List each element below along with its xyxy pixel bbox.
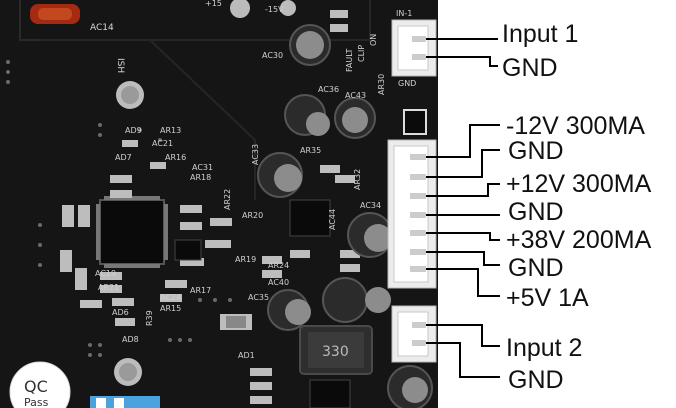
svg-text:ON: ON: [369, 34, 378, 46]
svg-text:AC44: AC44: [328, 209, 337, 230]
label-input-1: Input 1: [502, 20, 579, 48]
svg-text:AC31: AC31: [192, 163, 213, 172]
connector-input1: [391, 19, 437, 77]
svg-text:AR35: AR35: [300, 146, 321, 155]
leader-lines: [426, 38, 500, 378]
qc-stamp: [9, 361, 71, 408]
label-gnd-1: GND: [502, 54, 558, 82]
leader-pos5v: [426, 268, 500, 297]
svg-text:IN-1: IN-1: [396, 9, 412, 18]
svg-text:ISH: ISH: [115, 58, 125, 73]
svg-text:+15: +15: [205, 0, 222, 8]
leader-pos12v: [426, 183, 500, 197]
svg-text:AC36: AC36: [318, 85, 339, 94]
silkscreen-labels: AC14 ISH AD9 AR13 AC21 AD7 AR16 AC31 AR1…: [90, 0, 416, 360]
svg-text:AR15: AR15: [160, 304, 181, 313]
svg-text:AC35: AC35: [248, 293, 269, 302]
svg-text:AC30: AC30: [262, 51, 283, 60]
label-pos-38v: +38V 200MA: [506, 226, 652, 254]
svg-text:AR21: AR21: [98, 283, 119, 292]
svg-text:FAULT: FAULT: [345, 48, 354, 72]
svg-text:AR24: AR24: [268, 261, 289, 270]
label-gnd-4: GND: [508, 254, 564, 282]
leader-gnd5: [426, 342, 500, 378]
qc-pass-text: Pass: [24, 396, 49, 408]
leader-gnd4: [426, 251, 500, 266]
svg-text:AR13: AR13: [160, 126, 181, 135]
svg-text:AR17: AR17: [190, 286, 211, 295]
svg-text:AD8: AD8: [122, 335, 139, 344]
label-gnd-3: GND: [508, 198, 564, 226]
svg-text:AC21: AC21: [152, 139, 173, 148]
svg-text:AD9: AD9: [125, 126, 142, 135]
svg-text:AR32: AR32: [353, 169, 362, 190]
leader-neg12v: [426, 124, 500, 158]
svg-text:AR30: AR30: [377, 74, 386, 95]
svg-text:AC24: AC24: [160, 293, 181, 302]
svg-text:AD1: AD1: [238, 351, 255, 360]
inductor-marking: 330: [322, 344, 349, 360]
connector-input2: [391, 305, 437, 363]
ic-chip: [99, 199, 165, 265]
svg-text:AR19: AR19: [235, 255, 256, 264]
svg-text:-15V: -15V: [265, 5, 284, 14]
label-neg-12v: -12V 300MA: [506, 112, 645, 140]
label-pos-5v: +5V 1A: [506, 284, 589, 312]
svg-text:AC40: AC40: [268, 278, 289, 287]
svg-text:CLIP: CLIP: [357, 45, 366, 62]
leader-gnd2: [426, 149, 500, 178]
svg-text:GND: GND: [398, 79, 416, 88]
svg-text:AC14: AC14: [90, 23, 114, 33]
label-input-2: Input 2: [506, 334, 583, 362]
svg-text:R39: R39: [145, 310, 154, 326]
svg-text:AC33: AC33: [251, 144, 260, 165]
svg-text:AC34: AC34: [360, 201, 381, 210]
leader-gnd1: [426, 56, 498, 67]
led: [403, 109, 427, 135]
label-pos-12v: +12V 300MA: [506, 170, 652, 198]
label-gnd-5: GND: [508, 366, 564, 394]
label-gnd-2: GND: [508, 137, 564, 165]
qc-text: QC: [24, 377, 48, 396]
svg-text:AD6: AD6: [112, 308, 129, 317]
svg-text:AC43: AC43: [345, 91, 366, 100]
leader-input2: [426, 324, 500, 347]
svg-text:AR20: AR20: [242, 211, 263, 220]
capacitor-group: [257, 24, 433, 408]
svg-text:AR22: AR22: [223, 189, 232, 210]
svg-text:AC19: AC19: [95, 269, 116, 278]
svg-text:AR16: AR16: [165, 153, 186, 162]
svg-text:AR18: AR18: [190, 173, 211, 182]
svg-text:AD7: AD7: [115, 153, 132, 162]
leader-pos38v: [426, 232, 500, 241]
